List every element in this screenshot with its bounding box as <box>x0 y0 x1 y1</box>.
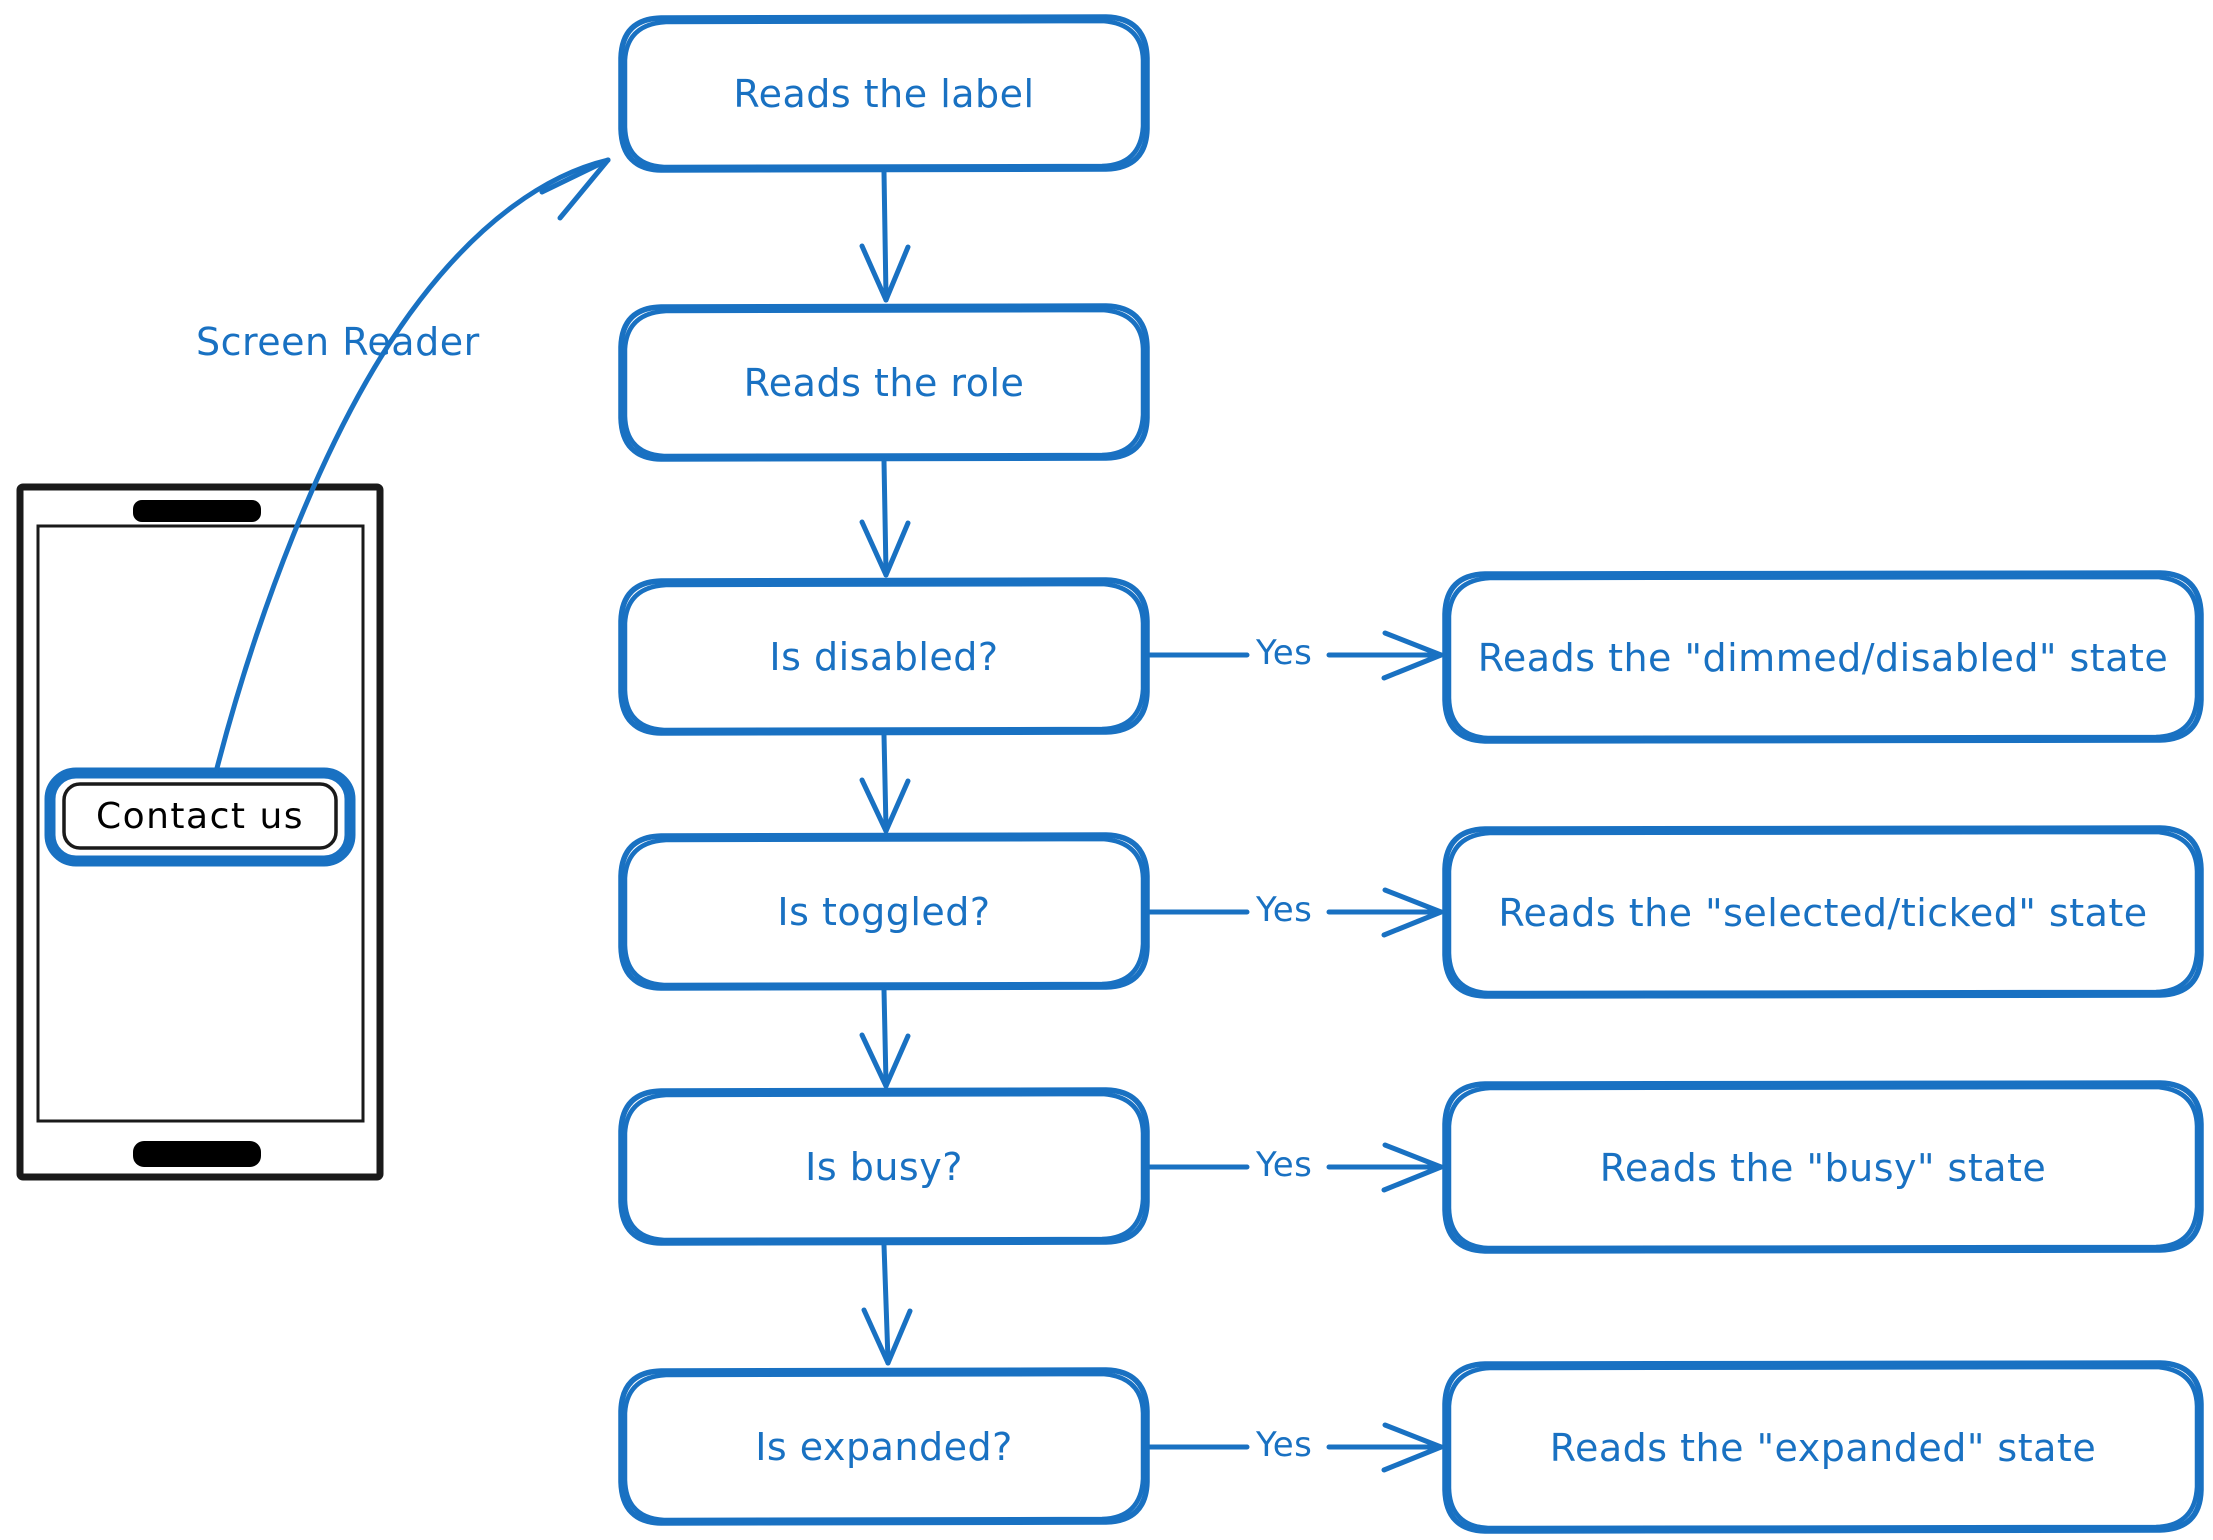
connector-disabled-to-toggled <box>859 732 911 834</box>
edge-label-disabled-yes: Yes <box>1252 633 1317 673</box>
node-is-busy[interactable]: Is busy? <box>805 1145 963 1189</box>
node-is-expanded[interactable]: Is expanded? <box>755 1425 1013 1469</box>
node-is-toggled[interactable]: Is toggled? <box>777 890 991 934</box>
screen-reader-arrow <box>213 157 611 775</box>
edge-label-busy-yes: Yes <box>1252 1145 1317 1185</box>
node-reads-the-role[interactable]: Reads the role <box>743 361 1025 405</box>
connector-label-to-role <box>859 169 911 303</box>
connector-busy-to-expanded <box>861 1242 913 1366</box>
node-result-expanded[interactable]: Reads the "expanded" state <box>1549 1425 2097 1470</box>
node-result-busy[interactable]: Reads the "busy" state <box>1599 1145 2047 1190</box>
phone-contact-us-button[interactable]: Contact us <box>95 795 305 837</box>
node-is-disabled[interactable]: Is disabled? <box>769 635 999 679</box>
edge-label-toggled-yes: Yes <box>1252 890 1317 930</box>
screen-reader-annotation-label: Screen Reader <box>196 320 480 364</box>
connector-toggled-to-busy <box>859 987 911 1089</box>
node-reads-the-label[interactable]: Reads the label <box>733 72 1035 116</box>
edge-label-expanded-yes: Yes <box>1252 1425 1317 1465</box>
connector-role-to-disabled <box>859 458 911 578</box>
node-result-dimmed-disabled[interactable]: Reads the "dimmed/disabled" state <box>1477 635 2169 680</box>
node-result-selected-ticked[interactable]: Reads the "selected/ticked" state <box>1498 890 2148 935</box>
